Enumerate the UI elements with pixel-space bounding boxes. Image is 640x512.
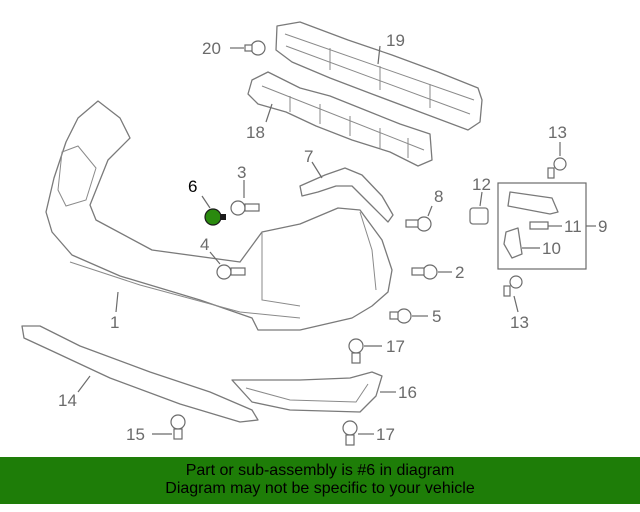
assembly-9-box <box>497 182 587 270</box>
callout-15: 15 <box>126 425 145 444</box>
part-18-energy-absorber[interactable] <box>247 71 433 167</box>
callout-17-top: 17 <box>386 337 405 356</box>
fastener-15[interactable] <box>170 414 186 440</box>
callout-2: 2 <box>455 263 464 282</box>
part-19-reinforcement-beam[interactable] <box>275 21 483 131</box>
fastener-17-top[interactable] <box>348 338 364 364</box>
part-info-banner: Part or sub-assembly is #6 in diagram Di… <box>0 457 640 504</box>
callout-7: 7 <box>304 147 313 166</box>
fastener-13-bottom[interactable] <box>503 275 523 297</box>
callout-3: 3 <box>237 163 246 182</box>
fastener-17-bottom[interactable] <box>342 420 358 446</box>
callout-12: 12 <box>472 175 491 194</box>
parts-diagram: 20 19 18 7 3 6 4 8 12 13 11 9 10 2 5 13 … <box>21 21 607 446</box>
callout-20: 20 <box>202 39 221 58</box>
callout-14: 14 <box>58 391 77 410</box>
callout-10: 10 <box>542 239 561 258</box>
callout-8: 8 <box>434 187 443 206</box>
part-16-lower-trim[interactable] <box>231 371 383 413</box>
callout-19: 19 <box>386 31 405 50</box>
callout-1: 1 <box>110 313 119 332</box>
leader-lines <box>77 45 596 435</box>
part-6-highlighted[interactable] <box>204 208 226 226</box>
callout-11: 11 <box>564 217 582 236</box>
fastener-13-top[interactable] <box>547 157 567 179</box>
fastener-3[interactable] <box>230 200 260 216</box>
fastener-11[interactable] <box>529 221 549 230</box>
fastener-8[interactable] <box>405 216 432 232</box>
banner-line-1: Part or sub-assembly is #6 in diagram <box>185 462 455 479</box>
fastener-20[interactable] <box>244 40 266 56</box>
callout-18: 18 <box>246 123 265 142</box>
callout-13-bottom: 13 <box>510 313 529 332</box>
callout-4: 4 <box>200 235 209 254</box>
part-7-bracket[interactable] <box>299 167 394 223</box>
callout-9: 9 <box>598 217 607 236</box>
part-1-bumper-cover[interactable] <box>45 100 393 331</box>
fastener-5[interactable] <box>389 308 412 324</box>
callout-16: 16 <box>398 383 417 402</box>
fastener-4[interactable] <box>216 264 246 280</box>
callout-17-bottom: 17 <box>376 425 395 444</box>
fastener-2[interactable] <box>411 264 438 280</box>
callout-5: 5 <box>432 307 441 326</box>
callout-13-top: 13 <box>548 123 567 142</box>
callout-labels: 20 19 18 7 3 6 4 8 12 13 11 9 10 2 5 13 … <box>58 31 607 444</box>
banner-line-2: Diagram may not be specific to your vehi… <box>165 480 475 497</box>
part-14-lower-garnish[interactable] <box>21 325 259 423</box>
part-12-clip[interactable] <box>469 207 489 225</box>
callout-6: 6 <box>188 177 197 196</box>
